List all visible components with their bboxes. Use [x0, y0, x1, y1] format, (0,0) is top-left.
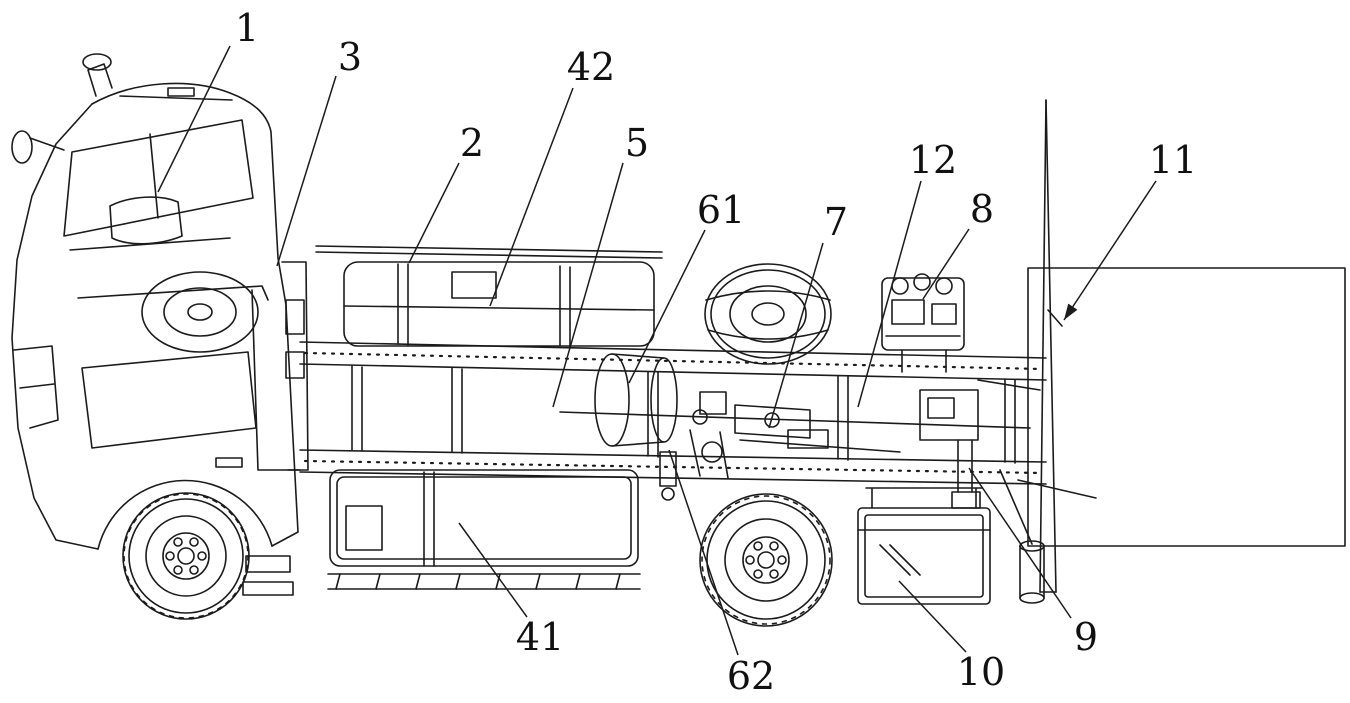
leader-line-9 [968, 467, 1072, 619]
callout-label-42: 42 [566, 45, 616, 89]
exhaust-stack [999, 469, 1045, 604]
leader-line-2 [408, 162, 460, 264]
driveshaft [559, 411, 1031, 429]
door-handle [215, 457, 243, 468]
leader-line-42 [489, 87, 574, 307]
cab-seat [109, 196, 183, 245]
callout-label-3: 3 [337, 35, 363, 79]
callout-label-1: 1 [234, 6, 260, 50]
cab-step [242, 581, 294, 596]
callout-label-7: 7 [823, 200, 849, 244]
battery-box [857, 487, 991, 605]
callout-label-11: 11 [1148, 138, 1198, 182]
callout-label-10: 10 [956, 650, 1006, 694]
leader-line-62 [668, 449, 739, 656]
rivet-line [303, 459, 1044, 475]
leader-line-1 [157, 45, 231, 193]
leader-line-10 [898, 580, 967, 653]
upper-deck-tank [315, 245, 663, 348]
leader-line-41 [458, 522, 528, 618]
side-platform [1027, 267, 1346, 547]
tail-mast [1039, 99, 1063, 593]
leader-line-7 [768, 242, 824, 429]
chassis-frame [299, 341, 1047, 485]
suspension-details [659, 391, 901, 501]
leader-line-8 [922, 228, 970, 300]
side-mirror [11, 130, 33, 164]
leader-arrowhead-11 [1064, 303, 1078, 320]
door-window [81, 351, 257, 449]
lower-side-box [327, 469, 641, 590]
callout-label-61: 61 [696, 188, 746, 232]
cylindrical-tank [594, 353, 678, 447]
roof-mirror [82, 53, 112, 71]
leader-line-5 [552, 162, 624, 408]
callout-label-9: 9 [1073, 615, 1099, 659]
axle-housing [734, 404, 811, 439]
cab-step [245, 555, 291, 573]
callout-label-41: 41 [515, 615, 565, 659]
truck-cab [11, 53, 309, 620]
rear-wheel-near [699, 493, 833, 627]
callout-label-12: 12 [908, 138, 958, 182]
front-wheel-near [122, 492, 250, 620]
callout-label-8: 8 [969, 187, 995, 231]
rivet-line [303, 351, 1044, 371]
callout-label-2: 2 [459, 121, 485, 165]
engine-unit [881, 273, 965, 373]
callout-label-5: 5 [624, 121, 650, 165]
leader-lines-layer [157, 45, 1157, 656]
leader-line-11 [1063, 180, 1157, 321]
leader-line-3 [276, 75, 337, 267]
front-wheel-far [141, 271, 259, 353]
leader-line-61 [628, 229, 706, 384]
rear-wheel-far [704, 263, 832, 365]
callout-label-62: 62 [726, 654, 776, 698]
windshield [63, 119, 254, 237]
leader-line-12 [857, 180, 922, 408]
